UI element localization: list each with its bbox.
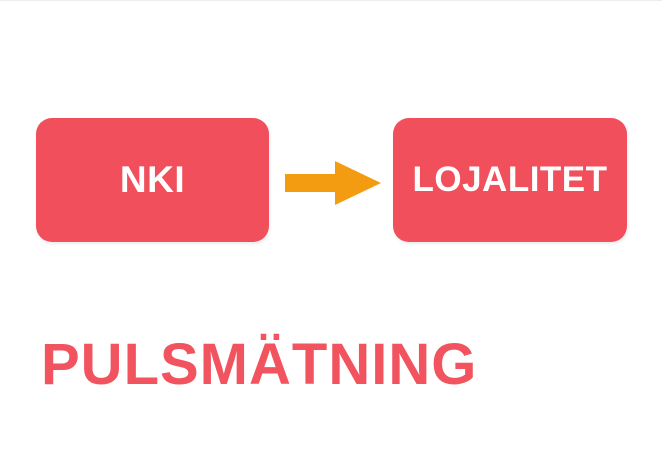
node-lojalitet-label: LOJALITET (412, 160, 608, 199)
top-divider (0, 0, 662, 1)
edge-nki-to-lojalitet (285, 161, 381, 205)
node-lojalitet: LOJALITET (393, 118, 627, 242)
node-nki-label: NKI (119, 159, 186, 200)
node-nki: NKI (36, 118, 269, 242)
arrow-right-icon (285, 161, 381, 205)
headline: PULSMÄTNING (41, 332, 478, 397)
